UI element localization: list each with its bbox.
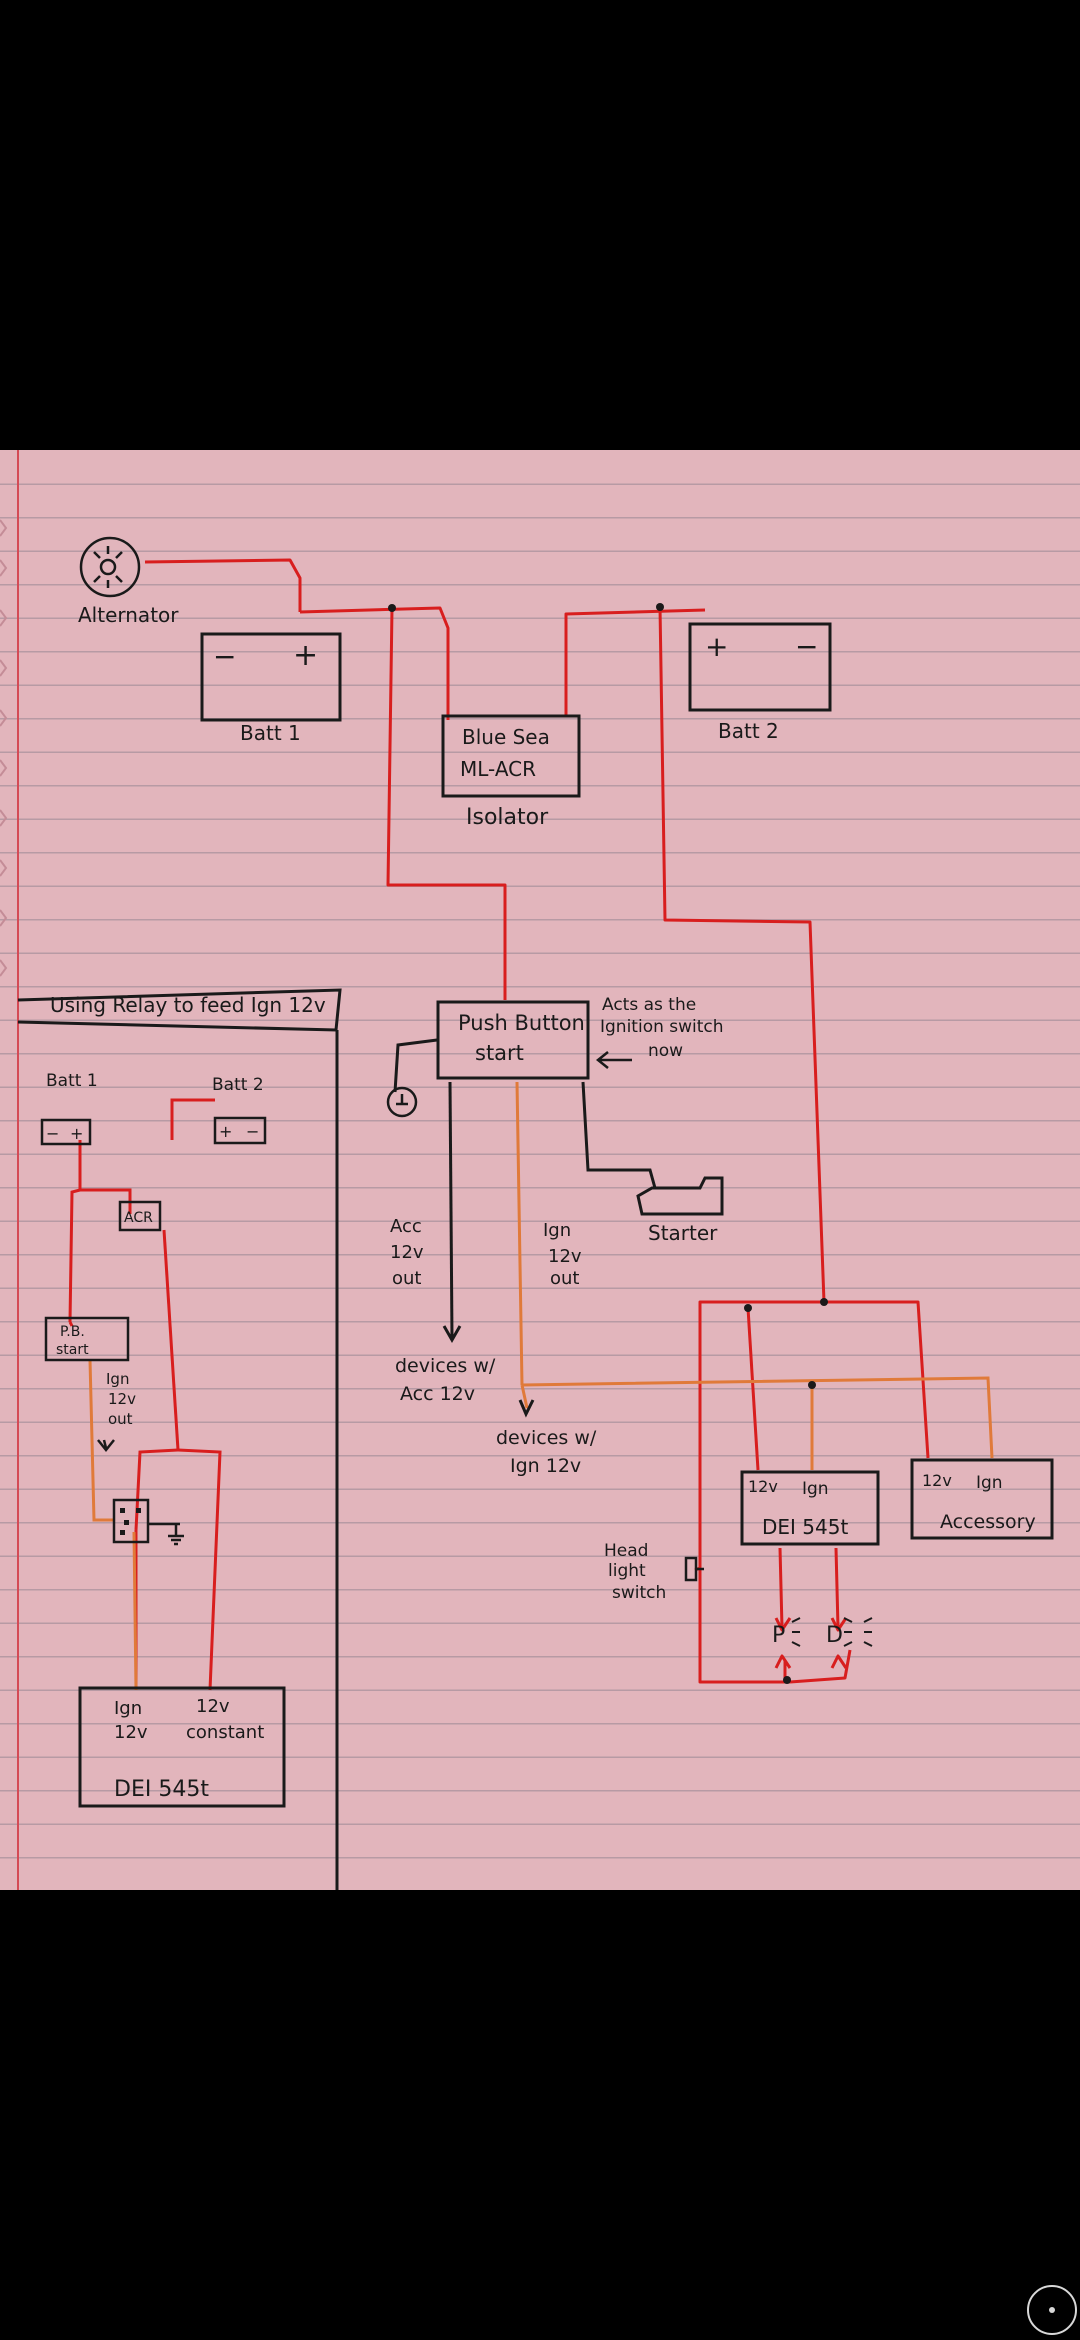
headlight-switch-icon xyxy=(684,1556,704,1582)
ign-out-line1: Ign xyxy=(543,1220,571,1241)
ign-out-line2: 12v xyxy=(548,1246,582,1267)
inset-panel: Using Relay to feed Ign 12v − + Batt 1 +… xyxy=(17,988,342,1890)
orange-wires xyxy=(515,1081,994,1470)
key-symbol-icon xyxy=(386,1086,418,1118)
inset-pb-line1: P.B. xyxy=(60,1324,85,1340)
inset-ign-line3: out xyxy=(108,1410,133,1428)
pbs-line1: Push Button xyxy=(458,1011,585,1035)
inset-dei-12v2: constant xyxy=(186,1722,264,1743)
inset-dei-ign2: 12v xyxy=(114,1722,148,1743)
acc-out-line3: out xyxy=(392,1268,421,1289)
dei-ign-label: Ign xyxy=(802,1479,829,1499)
black-wires xyxy=(393,1038,657,1418)
inset-b2-plus: + xyxy=(219,1122,232,1141)
batt2-box xyxy=(688,622,832,712)
acc-out-line1: Acc xyxy=(390,1216,422,1237)
pbs-note-line3: now xyxy=(648,1041,683,1061)
accessory-name: Accessory xyxy=(940,1511,1036,1533)
pbs-note-line2: Ignition switch xyxy=(600,1017,724,1037)
red-wires xyxy=(144,558,930,1684)
batt1-box xyxy=(200,632,342,722)
inset-batt1-box xyxy=(40,1118,92,1146)
dei-name: DEI 545t xyxy=(762,1515,848,1539)
headlight-line1: Head xyxy=(604,1541,648,1561)
inset-batt1-label: Batt 1 xyxy=(46,1071,98,1091)
alternator-symbol xyxy=(79,536,141,598)
inset-acr-label: ACR xyxy=(124,1210,153,1226)
inset-relay-pins-icon xyxy=(120,1508,141,1535)
pbs-note-line1: Acts as the xyxy=(602,995,696,1015)
push-button-start-box xyxy=(436,1000,590,1080)
batt2-plus: + xyxy=(705,630,728,663)
inset-acr-box xyxy=(118,1200,162,1232)
devices-acc-line1: devices w/ xyxy=(395,1355,496,1377)
arrow-to-pbs-icon xyxy=(595,1051,632,1069)
junction-dots xyxy=(388,603,828,1684)
inset-pb-line2: start xyxy=(56,1342,89,1358)
inset-ign-line2: 12v xyxy=(108,1390,136,1408)
led-indicator-icon xyxy=(791,1617,873,1647)
inset-dei-name: DEI 545t xyxy=(114,1777,209,1802)
devices-ign-line1: devices w/ xyxy=(496,1427,597,1449)
inset-b1-plus: + xyxy=(70,1124,83,1143)
top-black-band xyxy=(0,0,1080,450)
isolator-line2: ML-ACR xyxy=(460,757,536,781)
inset-b2-minus: − xyxy=(246,1122,259,1141)
batt1-minus: − xyxy=(213,640,236,673)
starter-symbol xyxy=(636,1176,724,1216)
batt2-minus: − xyxy=(795,630,818,663)
accessory-12v-label: 12v xyxy=(922,1471,952,1490)
accessory-ign-label: Ign xyxy=(976,1473,1003,1493)
batt2-label: Batt 2 xyxy=(718,719,779,743)
inset-batt2-label: Batt 2 xyxy=(212,1075,264,1095)
hole-punch-marks xyxy=(0,519,8,977)
isolator-line1: Blue Sea xyxy=(462,725,550,749)
devices-ign-line2: Ign 12v xyxy=(510,1455,581,1477)
devices-acc-line2: Acc 12v xyxy=(400,1383,475,1405)
inset-dei-12v1: 12v xyxy=(196,1696,230,1717)
inset-b1-minus: − xyxy=(46,1124,59,1143)
inset-dei-ign1: Ign xyxy=(114,1698,142,1719)
led-d-label: D xyxy=(826,1623,843,1648)
inset-pb-box xyxy=(44,1316,130,1362)
pbs-line2: start xyxy=(475,1041,524,1065)
inset-relay-box xyxy=(112,1498,150,1544)
dei-545t-box xyxy=(740,1470,880,1546)
inset-ign-line1: Ign xyxy=(106,1370,129,1388)
headlight-line2: light xyxy=(608,1561,646,1581)
accessory-box xyxy=(910,1458,1054,1540)
inset-title: Using Relay to feed Ign 12v xyxy=(50,993,326,1017)
headlight-line3: switch xyxy=(612,1583,666,1603)
alternator-label: Alternator xyxy=(78,603,179,627)
watermark-seal xyxy=(1027,2285,1077,2335)
isolator-box xyxy=(441,714,581,798)
ign-out-line3: out xyxy=(550,1268,579,1289)
bottom-black-band xyxy=(0,1890,1080,2340)
inset-dei-box xyxy=(78,1686,286,1808)
batt1-plus: + xyxy=(293,638,318,673)
led-p-label: P xyxy=(772,1623,785,1648)
acc-out-line2: 12v xyxy=(390,1242,424,1263)
starter-label: Starter xyxy=(648,1221,718,1245)
ruled-lines xyxy=(0,460,1080,1885)
isolator-caption: Isolator xyxy=(466,805,549,830)
batt1-label: Batt 1 xyxy=(240,721,301,745)
dei-12v-label: 12v xyxy=(748,1477,778,1496)
inset-batt2-box xyxy=(213,1116,267,1145)
